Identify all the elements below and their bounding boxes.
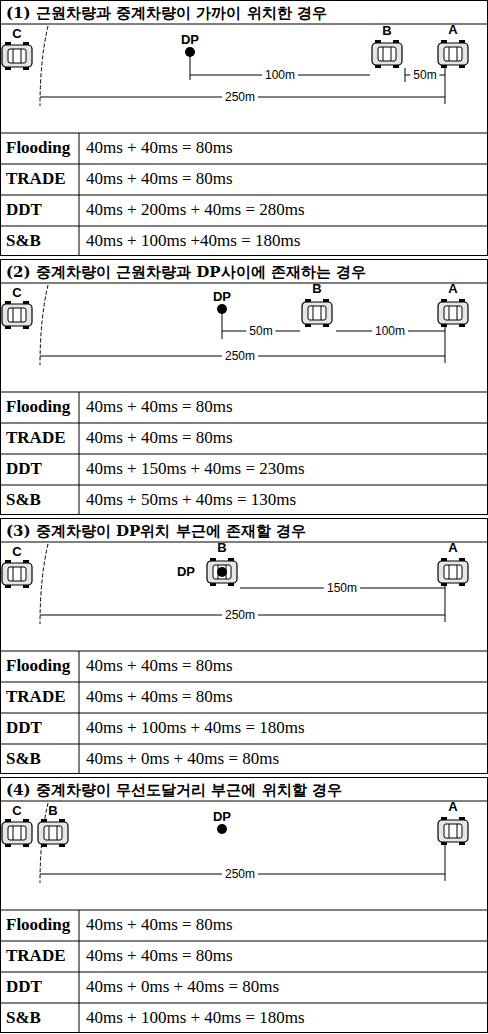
table-cell: 40ms + 40ms = 80ms: [86, 169, 233, 189]
table-row-header: Flooding: [6, 656, 70, 676]
distance-label: 50m: [410, 68, 439, 82]
distance-label: 250m: [222, 608, 258, 622]
position-label: B: [48, 803, 57, 818]
panel-title: (3) 중계차량이 DP위치 부근에 존재할 경우: [6, 521, 306, 541]
table-row-header: DDT: [6, 459, 42, 479]
table-row-header: TRADE: [6, 169, 66, 189]
position-label: A: [448, 281, 457, 296]
table-cell: 40ms + 40ms = 80ms: [86, 946, 233, 966]
panel-title: (2) 중계차량이 근원차량과 DP사이에 존재하는 경우: [6, 262, 366, 282]
table-row-header: S&B: [6, 490, 41, 510]
panel-title: (1) 근원차량과 중계차량이 가까이 위치한 경우: [6, 3, 327, 23]
position-label: C: [12, 285, 21, 300]
position-label: A: [448, 22, 457, 37]
position-label: DP: [213, 809, 231, 824]
distance-label: 50m: [246, 324, 275, 338]
table-cell: 40ms + 100ms + 40ms = 180ms: [86, 1008, 305, 1028]
table-row-header: S&B: [6, 749, 41, 769]
distance-label: 250m: [222, 90, 258, 104]
table-row-header: TRADE: [6, 428, 66, 448]
table-row-header: DDT: [6, 718, 42, 738]
table-row-header: Flooding: [6, 915, 70, 935]
table-cell: 40ms + 100ms + 40ms = 180ms: [86, 718, 305, 738]
position-label: DP: [213, 289, 231, 304]
table-cell: 40ms + 150ms + 40ms = 230ms: [86, 459, 305, 479]
position-label: B: [217, 540, 226, 555]
table-cell: 40ms + 40ms = 80ms: [86, 397, 233, 417]
distance-label: 150m: [324, 581, 360, 595]
position-label: B: [312, 281, 321, 296]
table-row-header: S&B: [6, 231, 41, 251]
table-row-header: Flooding: [6, 397, 70, 417]
position-label: A: [448, 799, 457, 814]
distance-label: 100m: [262, 68, 298, 82]
distance-label: 250m: [222, 349, 258, 363]
table-row-header: TRADE: [6, 946, 66, 966]
table-row-header: DDT: [6, 977, 42, 997]
table-cell: 40ms + 200ms + 40ms = 280ms: [86, 200, 305, 220]
position-label: A: [448, 540, 457, 555]
table-cell: 40ms + 0ms + 40ms = 80ms: [86, 977, 279, 997]
table-row-header: Flooding: [6, 138, 70, 158]
table-row-header: S&B: [6, 1008, 41, 1028]
table-cell: 40ms + 40ms = 80ms: [86, 656, 233, 676]
position-label: DP: [181, 32, 199, 47]
table-row-header: DDT: [6, 200, 42, 220]
table-cell: 40ms + 100ms +40ms = 180ms: [86, 231, 300, 251]
position-label: DP: [177, 564, 195, 579]
table-cell: 40ms + 40ms = 80ms: [86, 687, 233, 707]
table-cell: 40ms + 40ms = 80ms: [86, 138, 233, 158]
position-label: B: [382, 23, 391, 38]
table-cell: 40ms + 40ms = 80ms: [86, 915, 233, 935]
table-row-header: TRADE: [6, 687, 66, 707]
position-label: C: [12, 26, 21, 41]
position-label: C: [12, 544, 21, 559]
distance-label: 250m: [222, 867, 258, 881]
table-cell: 40ms + 50ms + 40ms = 130ms: [86, 490, 296, 510]
panel-title: (4) 중계차량이 무선도달거리 부근에 위치할 경우: [6, 780, 342, 800]
table-cell: 40ms + 40ms = 80ms: [86, 428, 233, 448]
distance-label: 100m: [372, 324, 408, 338]
position-label: C: [12, 803, 21, 818]
table-cell: 40ms + 0ms + 40ms = 80ms: [86, 749, 279, 769]
